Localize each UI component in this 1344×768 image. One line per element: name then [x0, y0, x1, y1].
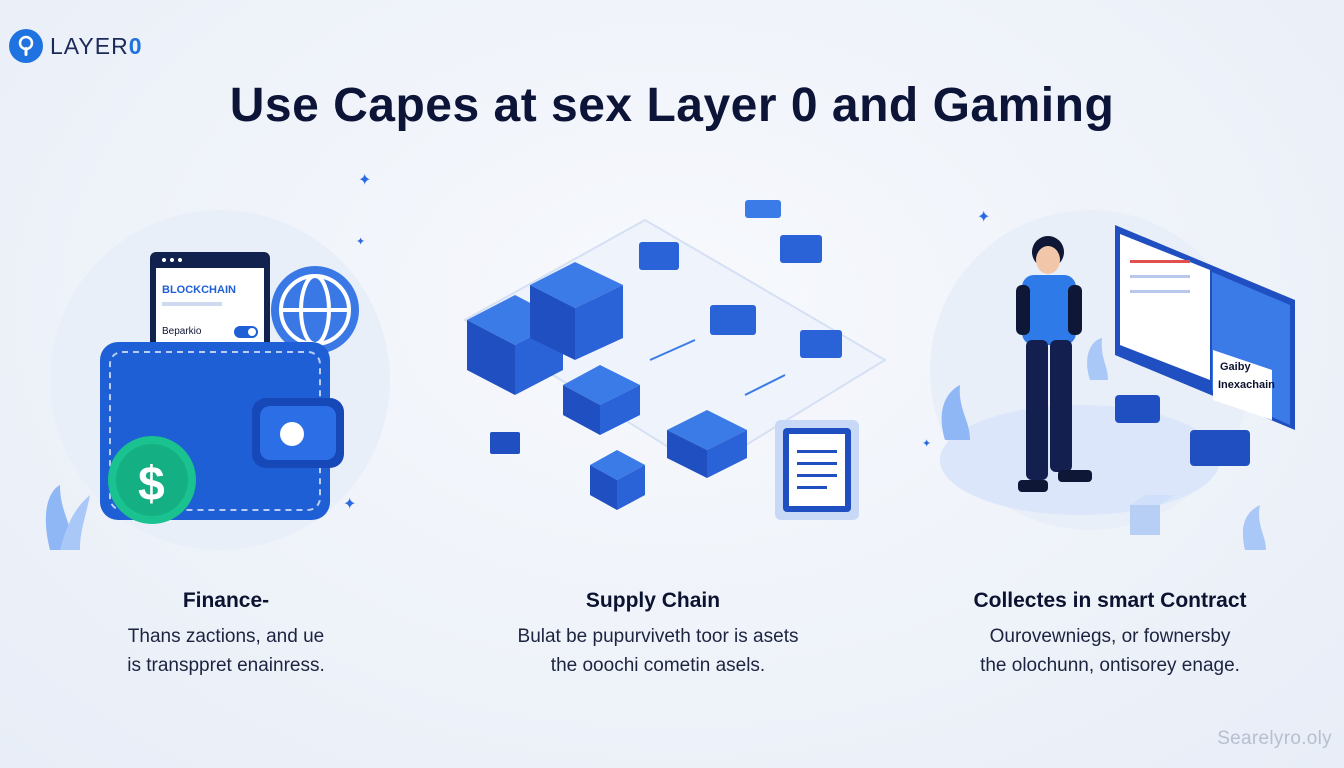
finance-heading: Finance- — [182, 589, 270, 612]
panel-text-1: Gaiby — [1220, 361, 1251, 373]
wallet-illustration: BLOCKCHAIN Beparkio $ — [45, 210, 390, 550]
supply-chain-line-2: the ooochi cometin asels. — [550, 655, 766, 676]
page-title: Use Capes at sex Layer 0 and Gaming — [229, 79, 1115, 132]
watermark: Searelyro.oly — [1217, 728, 1332, 749]
svg-text:$: $ — [138, 458, 165, 511]
supply-chain-illustration — [463, 200, 887, 520]
finance-description: Thans zactions, and ue is transppret ena… — [26, 622, 426, 680]
sparkle-icon: ✦ — [922, 438, 932, 450]
sparkle-icon: ✦ — [977, 209, 991, 226]
brand-name: LAYER0 — [50, 32, 143, 59]
sparkle-icon: ✦ — [356, 236, 366, 248]
collectibles-description: Ourovewniegs, or fownersby the olochunn,… — [910, 622, 1310, 680]
finance-line-2: is transppret enainress. — [127, 655, 325, 676]
collectibles-line-2: the olochunn, ontisorey enage. — [980, 655, 1240, 676]
screen-title: BLOCKCHAIN — [162, 284, 236, 296]
supply-chain-heading: Supply Chain — [585, 589, 721, 612]
supply-chain-description: Bulat be pupurviveth toor is asets the o… — [458, 622, 858, 680]
layer-logo-icon — [9, 29, 43, 63]
supply-chain-line-1: Bulat be pupurviveth toor is asets — [517, 626, 799, 647]
collectibles-heading: Collectes in smart Contract — [973, 589, 1247, 612]
sparkle-icon: ✦ — [358, 172, 372, 189]
collectibles-line-1: Ourovewniegs, or fownersby — [989, 626, 1231, 647]
finance-line-1: Thans zactions, and ue — [127, 626, 325, 647]
collectibles-illustration: Gaiby Inexachain — [930, 210, 1295, 550]
screen-sub: Beparkio — [162, 326, 202, 337]
sparkle-icon: ✦ — [343, 496, 357, 513]
brand-logo[interactable]: LAYER0 — [8, 28, 143, 64]
panel-text-2: Inexachain — [1218, 379, 1275, 391]
